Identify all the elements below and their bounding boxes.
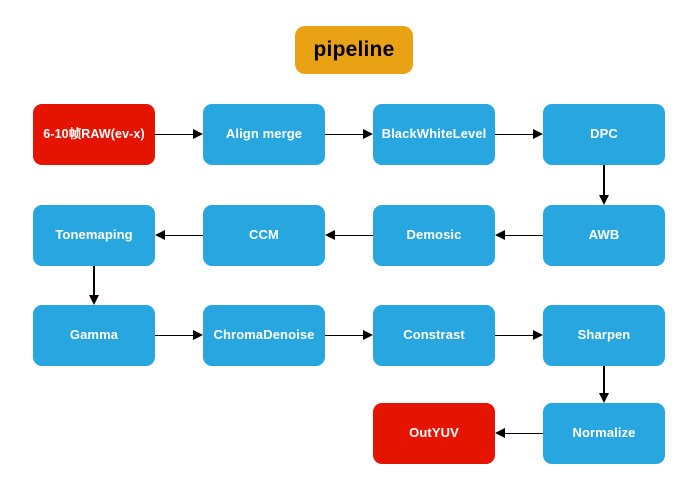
edge-blackwhitelevel-to-dpc-arrowhead <box>533 129 543 139</box>
edge-gamma-to-chromadenoise-arrowhead <box>193 330 203 340</box>
edge-tonemaping-to-gamma-line <box>93 266 95 295</box>
node-blackwhitelevel-label: BlackWhiteLevel <box>381 126 487 142</box>
node-gamma-label: Gamma <box>69 327 119 343</box>
edge-blackwhitelevel-to-dpc-line <box>495 133 533 136</box>
edge-constrast-to-sharpen-line <box>495 334 533 337</box>
diagram-title-label: pipeline <box>313 37 395 61</box>
node-normalize-label: Normalize <box>572 425 636 441</box>
node-awb-label: AWB <box>588 227 620 243</box>
node-gamma[interactable]: Gamma <box>33 305 155 366</box>
edge-align-merge-to-blackwhitelevel-line <box>325 133 363 136</box>
node-sharpen[interactable]: Sharpen <box>543 305 665 366</box>
node-demosic-label: Demosic <box>406 227 462 243</box>
edge-normalize-to-outyuv-line <box>505 432 543 435</box>
node-tonemaping-label: Tonemaping <box>55 227 133 243</box>
node-blackwhitelevel[interactable]: BlackWhiteLevel <box>373 104 495 165</box>
edge-awb-to-demosic-arrowhead <box>495 230 505 240</box>
edge-normalize-to-outyuv-arrowhead <box>495 428 505 438</box>
node-align-merge[interactable]: Align merge <box>203 104 325 165</box>
node-outyuv-label: OutYUV <box>409 425 459 441</box>
edge-tonemaping-to-gamma-arrowhead <box>88 295 99 305</box>
edge-demosic-to-ccm-arrowhead <box>325 230 335 240</box>
edge-ccm-to-tonemaping-line <box>165 234 203 237</box>
edge-sharpen-to-normalize-line <box>603 366 605 393</box>
edge-raw-to-align-merge-line <box>155 133 193 136</box>
edge-constrast-to-sharpen-arrowhead <box>533 330 543 340</box>
edge-align-merge-to-blackwhitelevel-arrowhead <box>363 129 373 139</box>
node-normalize[interactable]: Normalize <box>543 403 665 464</box>
edge-demosic-to-ccm-line <box>335 234 373 237</box>
diagram-title-box: pipeline <box>295 26 413 74</box>
node-dpc[interactable]: DPC <box>543 104 665 165</box>
node-awb[interactable]: AWB <box>543 205 665 266</box>
edge-dpc-to-awb-arrowhead <box>598 195 609 205</box>
edge-ccm-to-tonemaping-arrowhead <box>155 230 165 240</box>
edge-sharpen-to-normalize-arrowhead <box>598 393 609 403</box>
edge-dpc-to-awb-line <box>603 165 605 195</box>
edge-gamma-to-chromadenoise-line <box>155 334 193 337</box>
node-dpc-label: DPC <box>590 126 618 142</box>
node-ccm-label: CCM <box>249 227 279 243</box>
node-align-merge-label: Align merge <box>225 126 303 142</box>
edge-chromadenoise-to-constrast-line <box>325 334 363 337</box>
node-sharpen-label: Sharpen <box>577 327 631 343</box>
node-raw[interactable]: 6-10帧RAW(ev-x) <box>33 104 155 165</box>
node-ccm[interactable]: CCM <box>203 205 325 266</box>
node-raw-label: 6-10帧RAW(ev-x) <box>43 127 145 142</box>
node-constrast[interactable]: Constrast <box>373 305 495 366</box>
node-chromadenoise-label: ChromaDenoise <box>213 327 315 343</box>
edge-raw-to-align-merge-arrowhead <box>193 129 203 139</box>
node-chromadenoise[interactable]: ChromaDenoise <box>203 305 325 366</box>
node-demosic[interactable]: Demosic <box>373 205 495 266</box>
edge-awb-to-demosic-line <box>505 234 543 237</box>
node-outyuv[interactable]: OutYUV <box>373 403 495 464</box>
edge-chromadenoise-to-constrast-arrowhead <box>363 330 373 340</box>
node-tonemaping[interactable]: Tonemaping <box>33 205 155 266</box>
node-constrast-label: Constrast <box>403 327 465 343</box>
